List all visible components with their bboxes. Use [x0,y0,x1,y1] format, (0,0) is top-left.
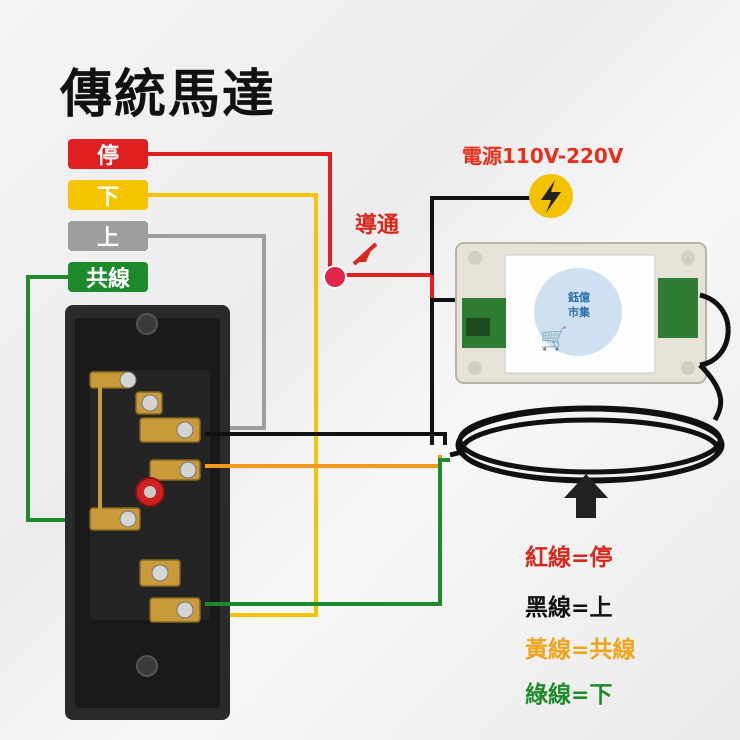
badge-line2: 市集 [568,306,590,319]
shopping-cart-icon: 🛒 [540,327,568,352]
legend-green: 綠線=下 [525,675,612,709]
arrow-up-icon [564,474,608,518]
legend-black: 黑線=上 [525,588,612,622]
conduct-label: 導通 [355,213,400,238]
badge-line1: 鈺億 [568,291,590,304]
legend-yellow-equals: = [571,638,590,663]
page-title: 傳統馬達 [60,65,277,125]
legend-green-wire: 綠線 [525,682,571,708]
legend-yellow: 黃線=共線 [525,630,635,664]
switch-panel [65,305,230,720]
lightning-icon [529,174,573,218]
legend-black-wire: 黑線 [525,595,571,621]
conduct-point [323,265,347,289]
legend-green-meaning: 下 [589,682,613,708]
legend-red-wire: 紅線 [525,545,571,571]
label-stop: 停 [68,139,148,169]
label-common: 共線 [68,262,148,292]
legend-black-equals: = [571,596,590,621]
legend-red: 紅線=停 [525,538,612,572]
module-badge: 鈺億 市集 [556,290,602,320]
controller-module [455,242,707,384]
legend-black-meaning: 上 [589,595,613,621]
signal-wires [205,196,530,606]
label-lines [26,152,332,617]
label-down: 下 [68,180,148,210]
label-up: 上 [68,221,148,251]
legend-red-equals: = [571,546,590,571]
legend-green-equals: = [571,683,590,708]
legend-yellow-wire: 黃線 [525,637,571,663]
legend-red-meaning: 停 [589,545,613,571]
legend-yellow-meaning: 共線 [589,637,636,663]
power-label: 電源110V-220V [462,144,624,168]
